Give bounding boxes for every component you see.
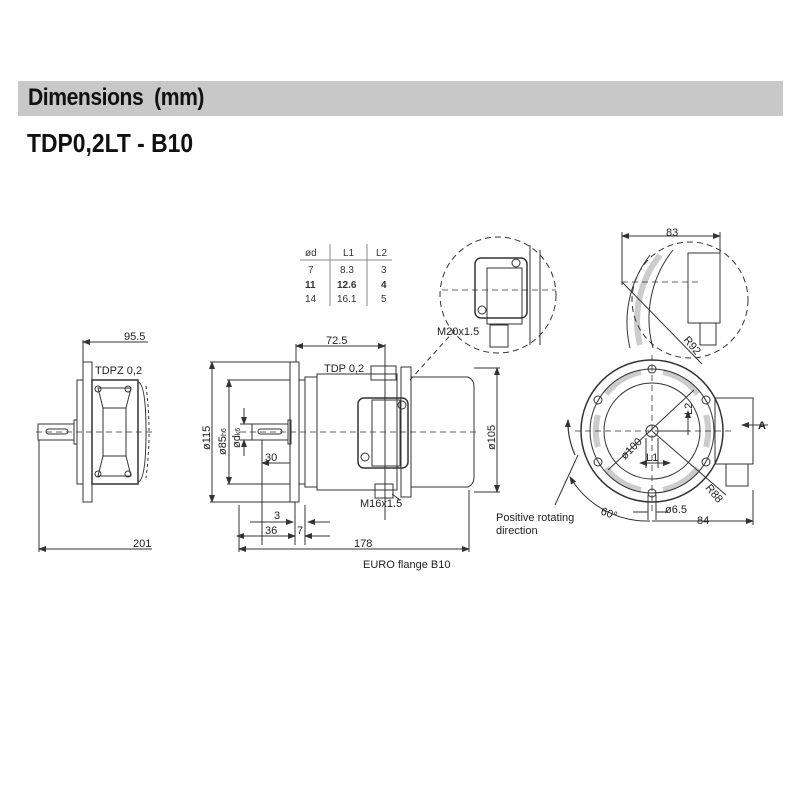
svg-text:11: 11 [305,280,316,291]
svg-text:14: 14 [305,294,317,305]
dim-72-5: 72.5 [326,335,347,347]
dim-7: 7 [297,525,303,537]
svg-text:16.1: 16.1 [337,294,357,305]
tdpz-label: TDPZ 0,2 [95,365,142,377]
dia-d: ødk6 [231,428,243,448]
table-header-l1: L1 [343,248,355,259]
dia-105: ø105 [486,425,498,450]
tdp-label: TDP 0,2 [324,363,364,375]
flange-caption: EURO flange B10 [363,559,450,571]
label-l2: L2 [683,403,695,415]
dim-30: 30 [265,452,277,464]
dimensions-banner: Dimensions (mm) [18,81,783,116]
angle-60: 60° [599,506,619,523]
dim-178: 178 [354,538,372,550]
label-l1: L1 [646,452,658,464]
model-title: TDP0,2LT - B10 [27,128,194,158]
dim-84: 84 [697,515,709,527]
table-header-d: ød [305,248,317,259]
dim-36: 36 [265,525,277,537]
dim-95-5: 95.5 [124,331,145,343]
svg-text:3: 3 [381,265,387,276]
view-a-label: A [758,420,766,432]
dim-3: 3 [274,510,280,522]
dim-83: 83 [666,227,678,239]
svg-text:8.3: 8.3 [340,265,354,276]
tdpz-side-view [36,339,152,552]
dim-201: 201 [133,538,151,550]
svg-text:5: 5 [381,294,387,305]
front-view [554,232,768,525]
svg-text:4: 4 [381,280,387,291]
dia-115: ø115 [201,426,213,450]
shaft-dimension-table: ød L1 L2 7 8.3 3 11 12.6 4 14 16.1 5 [300,244,392,306]
rotation-note-line1: Positive rotating [496,512,574,524]
hole-dia: ø6.5 [665,504,687,516]
section-title: Dimensions (mm) [28,84,205,111]
svg-text:7: 7 [308,265,314,276]
radius-88: R88 [703,482,725,505]
rotation-note-line2: direction [496,525,538,537]
thread-m16: M16x1.5 [360,498,402,510]
svg-text:12.6: 12.6 [337,280,357,291]
dia-85: ø85h6 [217,428,229,455]
thread-m20: M20x1.5 [437,326,479,338]
tdp-side-view [209,236,557,552]
table-header-l2: L2 [376,248,388,259]
